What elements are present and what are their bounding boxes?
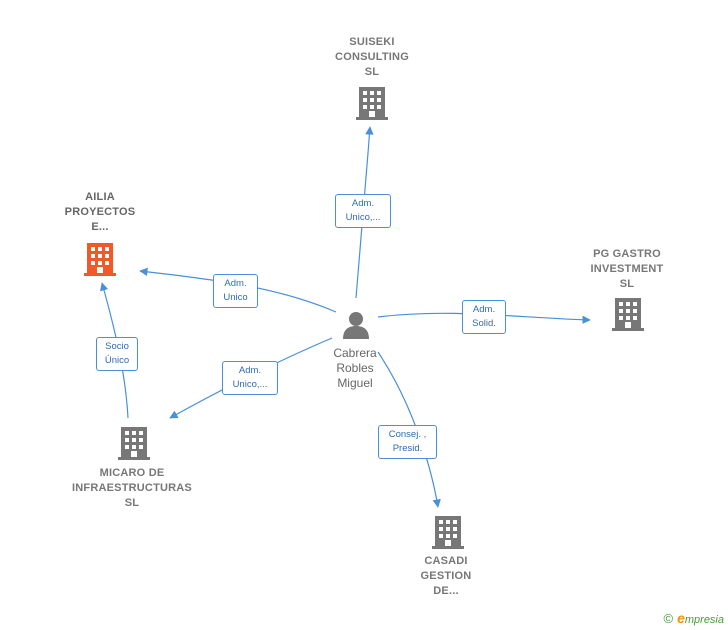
relation-label-casadi[interactable]: Consej. , Presid. xyxy=(378,425,437,459)
brand-logo-letter: e xyxy=(677,610,685,626)
company-label-micaro[interactable]: MICARO DE INFRAESTRUCTURAS SL xyxy=(72,467,192,509)
building-icon[interactable] xyxy=(432,516,464,549)
copyright-symbol: © xyxy=(663,611,674,626)
brand-footer[interactable]: ©empresia xyxy=(663,610,724,626)
company-label-casadi[interactable]: CASADI GESTION DE... xyxy=(420,555,472,597)
person-icon[interactable] xyxy=(343,312,369,339)
building-icon[interactable] xyxy=(612,298,644,331)
company-label-pg-gastro[interactable]: PG GASTRO INVESTMENT SL xyxy=(590,248,664,290)
relation-label-micaro[interactable]: Adm. Unico,... xyxy=(222,361,278,395)
building-icon[interactable] xyxy=(356,87,388,120)
person-label[interactable]: Cabrera Robles Miguel xyxy=(333,346,377,390)
relation-label-suiseki[interactable]: Adm. Unico,... xyxy=(335,194,391,228)
company-label-suiseki[interactable]: SUISEKI CONSULTING SL xyxy=(335,36,409,78)
building-icon[interactable] xyxy=(84,243,116,276)
relation-label-pg-gastro[interactable]: Adm. Solid. xyxy=(462,300,506,334)
relation-label-ailia[interactable]: Adm. Unico xyxy=(213,274,258,308)
relation-label-micaro-ailia[interactable]: Socio Único xyxy=(96,337,138,371)
building-icon[interactable] xyxy=(118,427,150,460)
brand-name: mpresia xyxy=(684,614,724,626)
company-label-ailia[interactable]: AILIA PROYECTOS E... xyxy=(64,191,136,233)
